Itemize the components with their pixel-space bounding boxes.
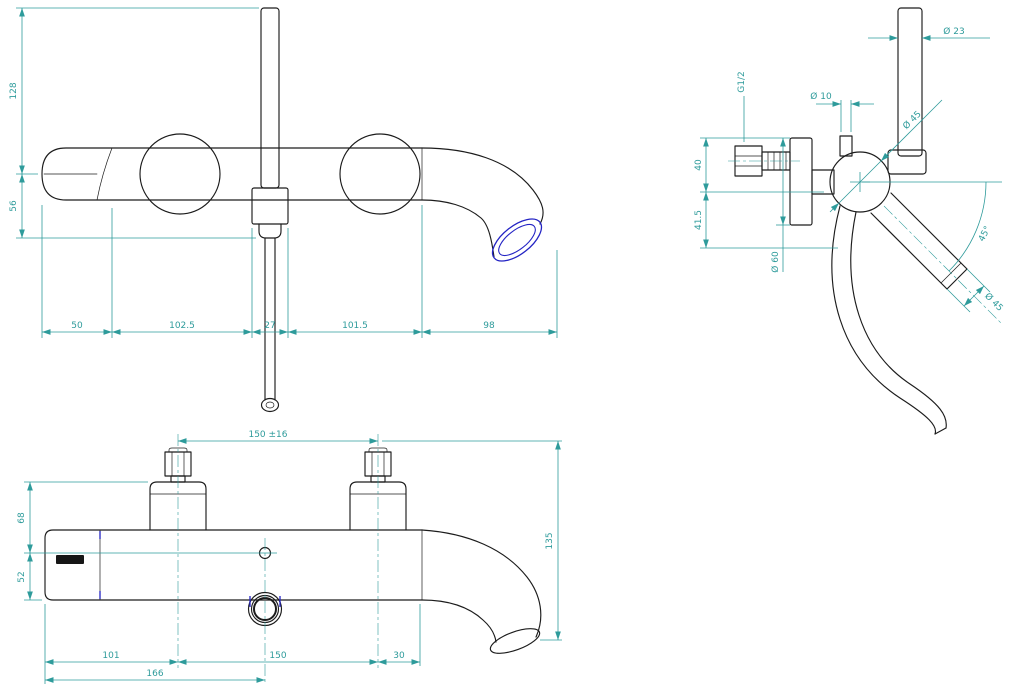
dim-handle-dia: Ø 23 [943,26,964,37]
plan-spout-end [489,628,541,654]
dim-width-cap: 50 [71,321,83,331]
dim-offset-mid: 41.5 [694,210,704,230]
side-handshower-handle [897,7,923,157]
front-shower-holder [251,187,289,225]
front-view: 128 56 50 102.5 27 101.5 98 [9,7,558,413]
dim-width-holder: 27 [264,321,275,331]
plan-body [44,529,423,601]
front-spout-opening-outer [491,218,543,262]
front-object [41,7,544,413]
plan-dimension-lines [24,434,562,684]
plan-object [44,447,542,654]
front-hose-end [260,397,280,413]
dim-thread-size: G1/2 [737,71,747,92]
plan-view: 150 ±16 68 52 101 150 30 166 135 [17,430,562,684]
side-top-knob [839,135,853,157]
dim-flange-dia: Ø 60 [770,251,781,273]
dim-plan-right: 30 [393,651,405,661]
side-holder-bracket [887,149,927,175]
side-hose-inner [850,211,947,429]
front-right-handle [339,133,421,215]
dim-inlet-distance: 150 ±16 [248,430,287,440]
front-spout-opening-inner [498,223,536,257]
dim-plan-left: 101 [102,651,119,661]
dim-offset-top: 40 [694,159,704,171]
dim-height-lower: 56 [9,200,19,212]
dim-width-right: 101.5 [342,321,368,331]
front-handshower-handle [260,7,280,189]
dim-spout-dia: Ø 45 [982,291,1005,314]
brand-mark [56,555,84,564]
dim-body-dia: Ø 45 [901,109,924,132]
dim-spout-angle: 45° [977,225,993,244]
plan-spout-inner [421,599,497,643]
dim-width-spout: 98 [483,321,495,331]
side-spout-edge-a [890,192,968,270]
side-spout-edge-b [870,212,948,290]
plan-spout-outer [421,529,542,638]
side-view: Ø 23 Ø 10 G1/2 Ø 45 40 41.5 Ø 60 45° Ø 4… [694,7,1005,435]
dim-depth-body: 52 [17,571,27,582]
front-left-handle [139,133,221,215]
side-escutcheon-flange [789,137,813,226]
front-dimension-lines [16,7,558,338]
dim-spout-offset: 135 [545,532,555,549]
dim-depth-upper: 68 [17,512,27,524]
dim-height-overall: 128 [9,82,19,99]
side-body-connector [811,169,835,195]
side-object [734,7,968,435]
dim-knob-dia: Ø 10 [810,91,832,102]
front-spout-outer [421,147,544,225]
dim-plan-overall: 166 [146,669,163,679]
front-spout-inner [421,199,495,258]
dim-width-left: 102.5 [169,321,195,331]
front-body [41,147,423,201]
side-dimension-lines [700,35,1003,325]
side-hose-outer [831,205,937,435]
dim-plan-centers: 150 [269,651,286,661]
